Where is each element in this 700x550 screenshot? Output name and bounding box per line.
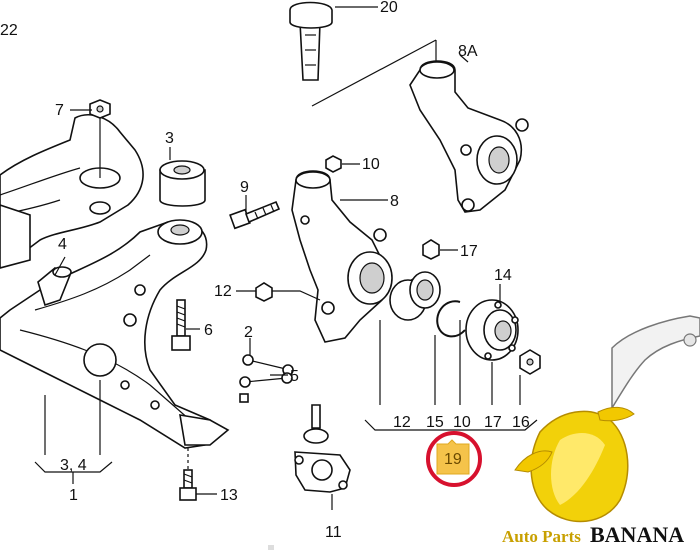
callout-19: 19 [444,451,462,468]
nut-16 [519,349,541,375]
highlight-tag [436,439,470,475]
callout-17-top: 17 [460,243,478,260]
nut-7 [89,99,111,119]
callout-2: 2 [244,324,253,341]
callout-11: 11 [325,524,342,541]
knuckle-8 [291,170,393,343]
highlight-19: 19 [426,431,482,487]
callout-15: 15 [426,414,444,431]
bolt-13 [179,469,197,501]
callout-20: 20 [380,0,398,16]
callout-5: 5 [290,368,299,385]
callout-12-left: 12 [214,283,232,300]
callout-6: 6 [204,322,213,339]
callout-12-bottom: 12 [393,414,411,431]
callout-8A: 8A [458,43,478,60]
ball-joint-11 [294,404,351,493]
callout-13: 13 [220,487,238,504]
bolt-9 [229,200,281,230]
callout-9: 9 [240,179,249,196]
strut-20 [289,1,333,81]
brand-name: BANANA [590,522,684,547]
callout-10-bottom: 10 [453,414,471,431]
arm-silhouette [611,315,700,411]
bolt-6 [171,299,191,351]
leader-lines [34,6,538,510]
bush-4 [37,266,72,307]
callout-14: 14 [494,267,512,284]
callout-16: 16 [512,414,530,431]
brand-logo: Auto Parts BANANA [502,315,700,547]
callout-7: 7 [55,102,64,119]
control-arm [0,219,230,449]
callout-labels: 20 22 8A 7 3 10 9 8 4 17 14 12 6 2 5 12 … [0,0,530,541]
nut-12 [255,282,273,302]
callout-1: 1 [69,487,78,504]
circlip-15 [436,300,466,338]
hub-14 [465,299,519,361]
bearing-12 [389,271,441,321]
highlight-ring [426,431,482,487]
callout-4: 4 [58,236,67,253]
callout-10-top: 10 [362,156,380,173]
knuckle-8A [409,60,529,213]
nut-17 [422,239,440,260]
brand-prefix: Auto Parts [502,527,581,546]
callout-3: 3 [165,130,174,147]
nut-10-top [325,155,342,173]
callout-17-bottom: 17 [484,414,502,431]
link-2 [239,354,294,403]
subframe [0,114,144,269]
bush-3 [159,160,206,207]
callout-3-4: 3, 4 [60,457,87,474]
callout-22: 22 [0,22,18,39]
callout-8: 8 [390,193,399,210]
